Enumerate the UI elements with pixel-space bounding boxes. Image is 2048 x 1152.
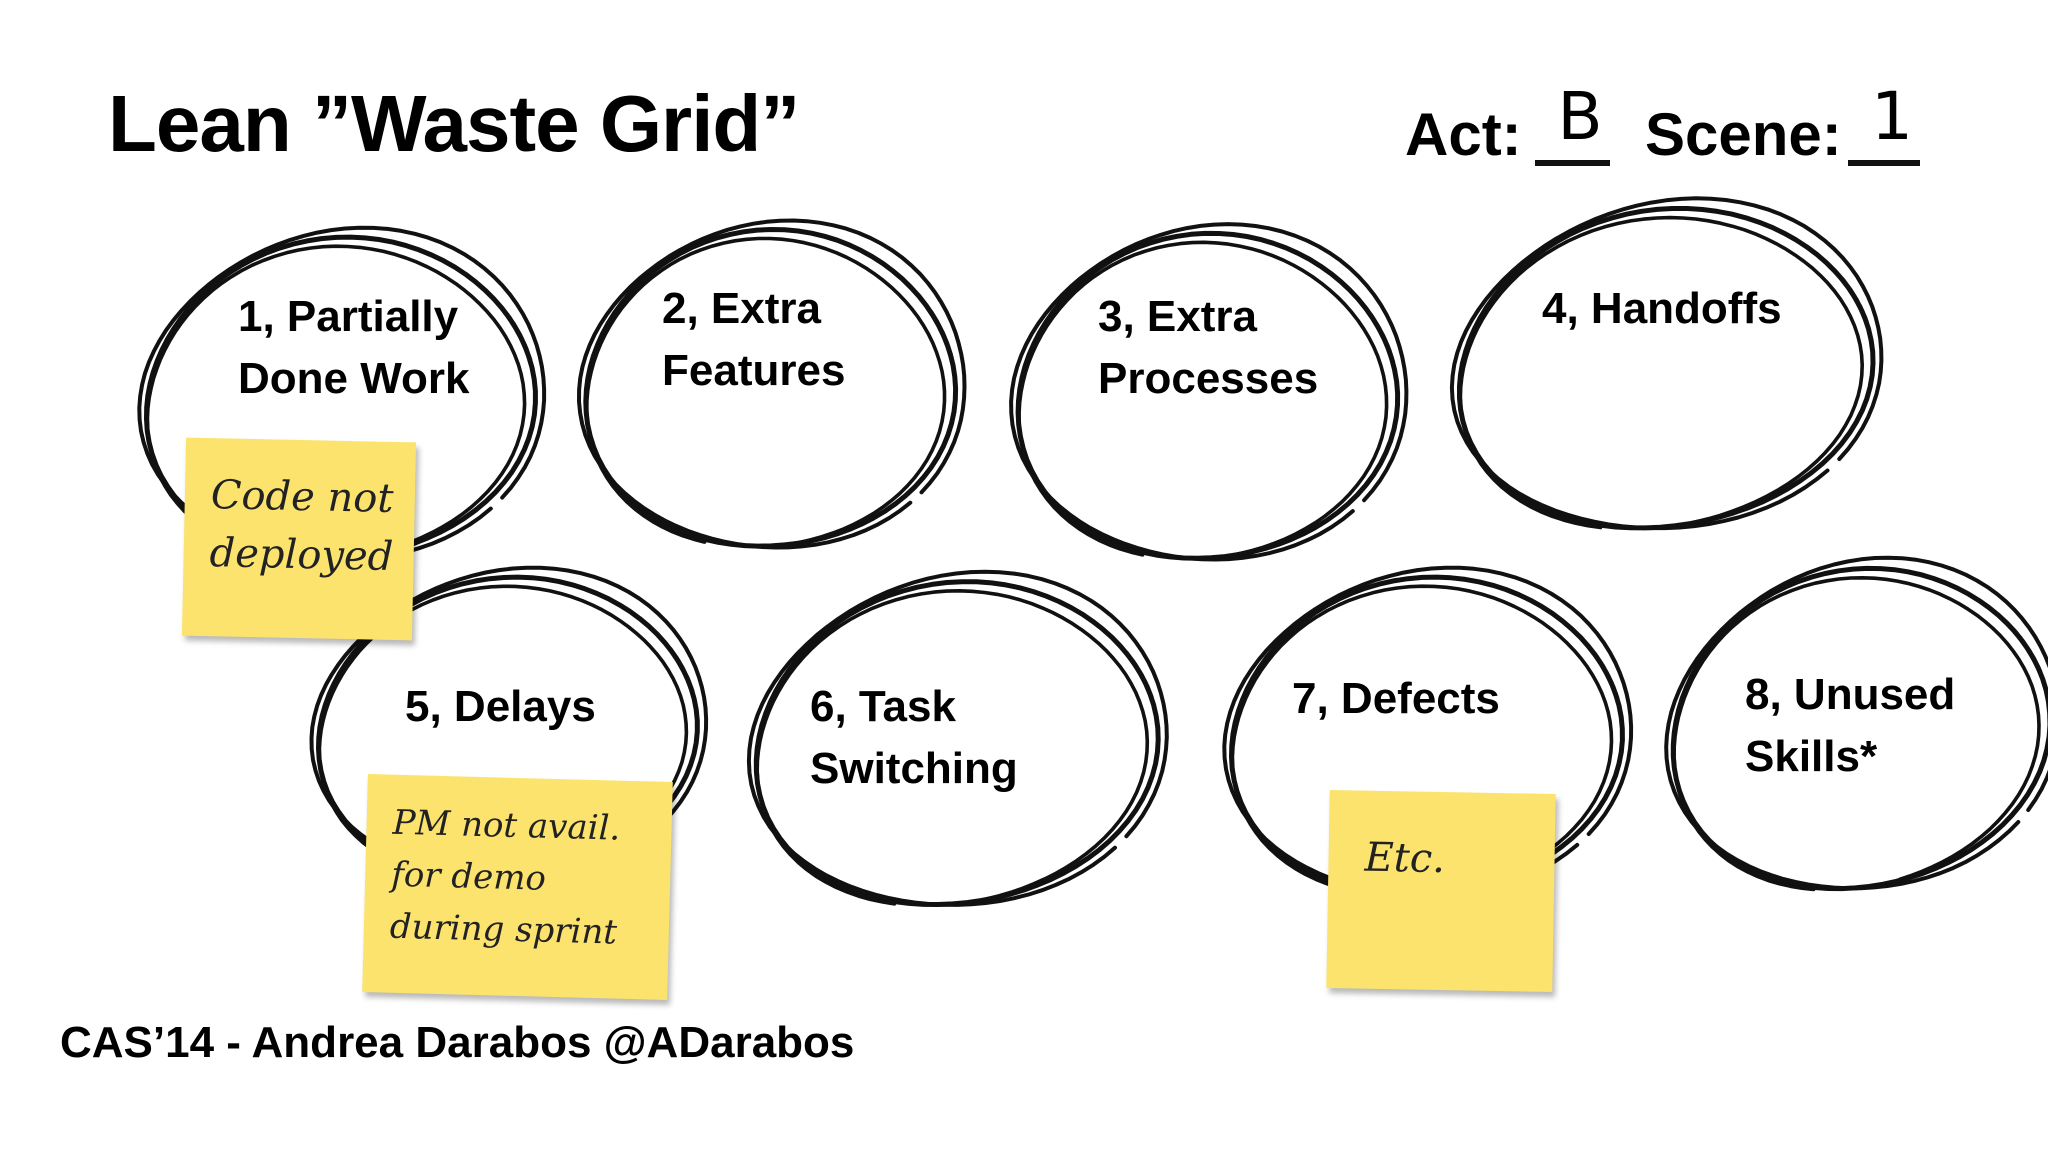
category-label-extra-features: 2, Extra Features: [662, 284, 846, 395]
sticky-note-text: PM not avail. for demo during sprint: [389, 802, 621, 953]
scribble-stroke: [1664, 555, 2048, 891]
scribble-stroke: [1672, 576, 2041, 892]
scribble-stroke: [1009, 222, 1409, 562]
scene-value: 1: [1871, 78, 1913, 155]
sticky-note-text: Code not deployed: [209, 472, 394, 580]
slide-title: Lean ”Waste Grid”: [108, 79, 800, 168]
circle-extra-features: [577, 218, 967, 550]
category-label-task-switching: 6, Task Switching: [810, 682, 1018, 793]
act-underline: [1535, 160, 1610, 166]
act-label: Act:: [1405, 101, 1522, 168]
circle-unused-skills: [1664, 555, 2048, 892]
scribble-stroke: [1230, 584, 1614, 895]
scribble-stroke: [577, 218, 967, 550]
sticky-note-pm-not-available: PM not avail. for demo during sprint: [362, 774, 673, 1000]
footer-credit: CAS’14 - Andrea Darabos @ADarabos: [60, 1018, 855, 1067]
scene-underline: [1848, 160, 1920, 166]
category-label-delays: 5, Delays: [405, 682, 596, 731]
category-label-partially-done-work: 1, Partially Done Work: [238, 292, 470, 403]
circle-extra-processes: [1009, 222, 1409, 562]
scribble-stroke: [1458, 215, 1864, 530]
sticky-note-text: Etc.: [1364, 834, 1446, 883]
circle-task-switching: [746, 569, 1169, 907]
scribble-stroke: [1457, 206, 1876, 531]
scribble-stroke: [1017, 240, 1389, 558]
category-label-defects: 7, Defects: [1292, 674, 1500, 723]
scribble-stroke: [145, 244, 527, 559]
category-label-extra-processes: 3, Extra Processes: [1098, 292, 1319, 403]
scene-label: Scene:: [1645, 101, 1842, 168]
act-value: B: [1557, 78, 1603, 155]
category-label-handoffs: 4, Handoffs: [1542, 284, 1782, 333]
circle-handoffs: [1449, 196, 1884, 531]
scribble-stroke: [585, 236, 947, 546]
category-label-unused-skills: 8, Unused Skills*: [1745, 670, 1956, 781]
scribble-stroke: [746, 569, 1169, 907]
sticky-note-etc: Etc.: [1326, 790, 1556, 992]
scribble-stroke: [1449, 196, 1884, 531]
sticky-note-code-not-deployed: Code not deployed: [181, 437, 417, 641]
scribble-stroke: [755, 589, 1150, 906]
